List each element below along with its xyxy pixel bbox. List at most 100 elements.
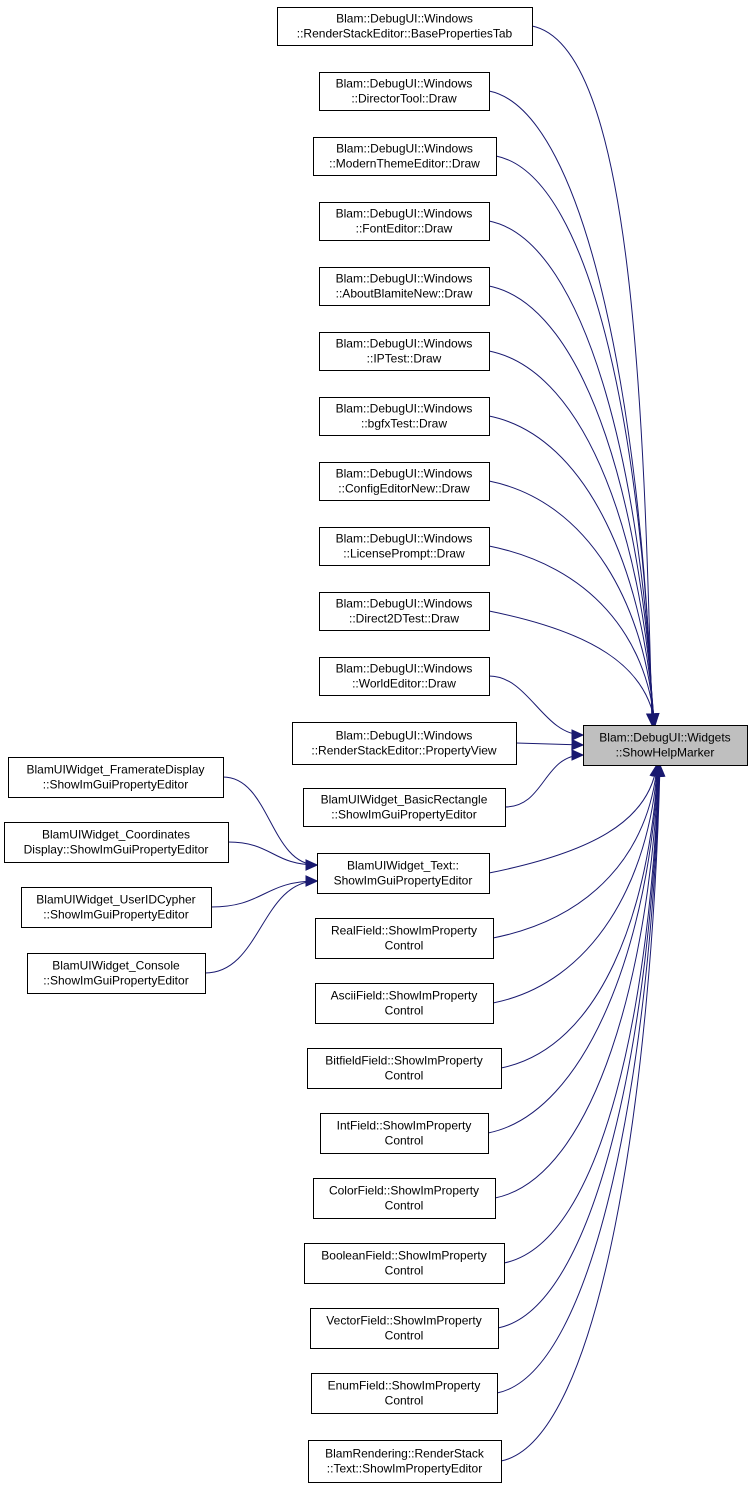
caller-node[interactable]: Blam::DebugUI::Windows::ModernThemeEdito…: [313, 137, 497, 176]
edge-arrowhead: [305, 875, 319, 887]
edge-line: [227, 841, 318, 866]
target-node[interactable]: Blam::DebugUI::Widgets::ShowHelpMarker: [583, 725, 748, 766]
caller-node[interactable]: Blam::DebugUI::Windows::ConfigEditorNew:…: [319, 462, 490, 501]
node-label-line: ::FontEditor::Draw: [356, 222, 453, 236]
node-box: [313, 137, 497, 176]
node-label-line: Blam::DebugUI::Windows: [336, 272, 473, 286]
caller-node[interactable]: BlamUIWidget_Console::ShowImGuiPropertyE…: [27, 953, 206, 994]
node-label-line: ::ShowImGuiPropertyEditor: [43, 908, 188, 922]
edge-line: [492, 764, 658, 939]
node-label-line: Control: [385, 939, 424, 953]
caller-node[interactable]: Blam::DebugUI::Windows::Direct2DTest::Dr…: [319, 592, 490, 631]
node-box: [319, 72, 490, 111]
node-box: [319, 657, 490, 696]
node-label-line: Blam::DebugUI::Windows: [336, 337, 473, 351]
node-label-line: ::DirectorTool::Draw: [351, 92, 457, 106]
node-label-line: ::bgfxTest::Draw: [361, 417, 447, 431]
edge-line: [488, 675, 584, 736]
edge-line: [500, 764, 661, 1462]
caller-node[interactable]: Blam::DebugUI::Windows::LicensePrompt::D…: [319, 527, 490, 566]
node-label-line: ColorField::ShowImProperty: [329, 1184, 479, 1198]
edge-arrowhead: [571, 738, 585, 751]
node-label-line: ::ShowImGuiPropertyEditor: [331, 808, 476, 822]
node-box: [292, 722, 517, 765]
edge-line: [504, 754, 584, 808]
caller-node[interactable]: Blam::DebugUI::Windows::AboutBlamiteNew:…: [319, 267, 490, 306]
edge-line: [204, 880, 318, 974]
node-label-line: Blam::DebugUI::Windows: [336, 662, 473, 676]
edges: [204, 25, 666, 1462]
node-label-line: Control: [385, 1264, 424, 1278]
node-label-line: ::Text::ShowImPropertyEditor: [327, 1462, 482, 1476]
node-box: [308, 1440, 502, 1483]
edge-line: [488, 610, 656, 726]
edge-line: [497, 764, 660, 1329]
node-label-line: Blam::DebugUI::Windows: [336, 12, 473, 26]
node-box: [319, 202, 490, 241]
edge-line: [487, 764, 659, 1134]
node-box: [319, 267, 490, 306]
node-label-line: Blam::DebugUI::Windows: [336, 532, 473, 546]
node-box: [315, 918, 494, 959]
edge-line: [494, 764, 660, 1199]
caller-node[interactable]: Blam::DebugUI::Windows::RenderStackEdito…: [292, 722, 517, 765]
edge-line: [488, 350, 655, 726]
edge-line: [500, 764, 659, 1069]
node-box: [317, 853, 490, 894]
caller-node[interactable]: BlamUIWidget_Text::ShowImGuiPropertyEdit…: [317, 853, 490, 894]
caller-node[interactable]: Blam::DebugUI::Windows::RenderStackEdito…: [277, 7, 533, 46]
node-box: [304, 1243, 505, 1284]
node-label-line: EnumField::ShowImProperty: [328, 1379, 481, 1393]
node-label-line: VectorField::ShowImProperty: [326, 1314, 481, 1328]
node-label-line: Control: [385, 1134, 424, 1148]
node-box: [319, 397, 490, 436]
caller-node[interactable]: BlamUIWidget_BasicRectangle::ShowImGuiPr…: [303, 788, 506, 827]
node-label-line: Display::ShowImGuiPropertyEditor: [24, 843, 209, 857]
caller-node[interactable]: Blam::DebugUI::Windows::FontEditor::Draw: [319, 202, 490, 241]
node-label-line: ::ShowImGuiPropertyEditor: [43, 778, 188, 792]
node-box: [310, 1308, 499, 1349]
caller-node[interactable]: BlamUIWidget_UserIDCypher::ShowImGuiProp…: [21, 887, 212, 928]
caller-node[interactable]: BlamUIWidget_FramerateDisplay::ShowImGui…: [8, 757, 224, 798]
node-label-line: ::RenderStackEditor::PropertyView: [311, 744, 497, 758]
edge-line: [488, 220, 654, 726]
caller-node[interactable]: BlamRendering::RenderStack::Text::ShowIm…: [308, 1440, 502, 1483]
node-label-line: Control: [385, 1199, 424, 1213]
caller-node[interactable]: BlamUIWidget_CoordinatesDisplay::ShowImG…: [4, 822, 229, 863]
node-label-line: Control: [385, 1004, 424, 1018]
caller-node[interactable]: Blam::DebugUI::Windows::DirectorTool::Dr…: [319, 72, 490, 111]
node-label-line: Control: [385, 1394, 424, 1408]
edge-line: [210, 880, 318, 908]
node-label-line: Blam::DebugUI::Windows: [336, 729, 473, 743]
caller-node[interactable]: Blam::DebugUI::Windows::IPTest::Draw: [319, 332, 490, 371]
node-label-line: BlamUIWidget_FramerateDisplay: [26, 763, 204, 777]
node-box: [27, 953, 206, 994]
node-label-line: Blam::DebugUI::Windows: [336, 467, 473, 481]
caller-node[interactable]: Blam::DebugUI::Windows::WorldEditor::Dra…: [319, 657, 490, 696]
node-label-line: BlamUIWidget_Text::: [347, 859, 459, 873]
edge-arrowhead: [571, 729, 585, 741]
node-label-line: ::ModernThemeEditor::Draw: [329, 157, 480, 171]
caller-node[interactable]: Blam::DebugUI::Windows::bgfxTest::Draw: [319, 397, 490, 436]
edge-line: [488, 764, 658, 874]
edge-line: [496, 764, 661, 1394]
node-box: [319, 527, 490, 566]
nodes: Blam::DebugUI::Windows::RenderStackEdito…: [4, 7, 748, 1483]
edge-line: [488, 285, 654, 726]
node-label-line: ::ShowHelpMarker: [616, 746, 715, 760]
node-label-line: ::WorldEditor::Draw: [352, 677, 456, 691]
node-label-line: ::ShowImGuiPropertyEditor: [43, 974, 188, 988]
edge-arrowhead: [571, 749, 585, 761]
node-label-line: Control: [385, 1329, 424, 1343]
node-label-line: BlamUIWidget_Coordinates: [42, 828, 190, 842]
node-box: [313, 1178, 496, 1219]
